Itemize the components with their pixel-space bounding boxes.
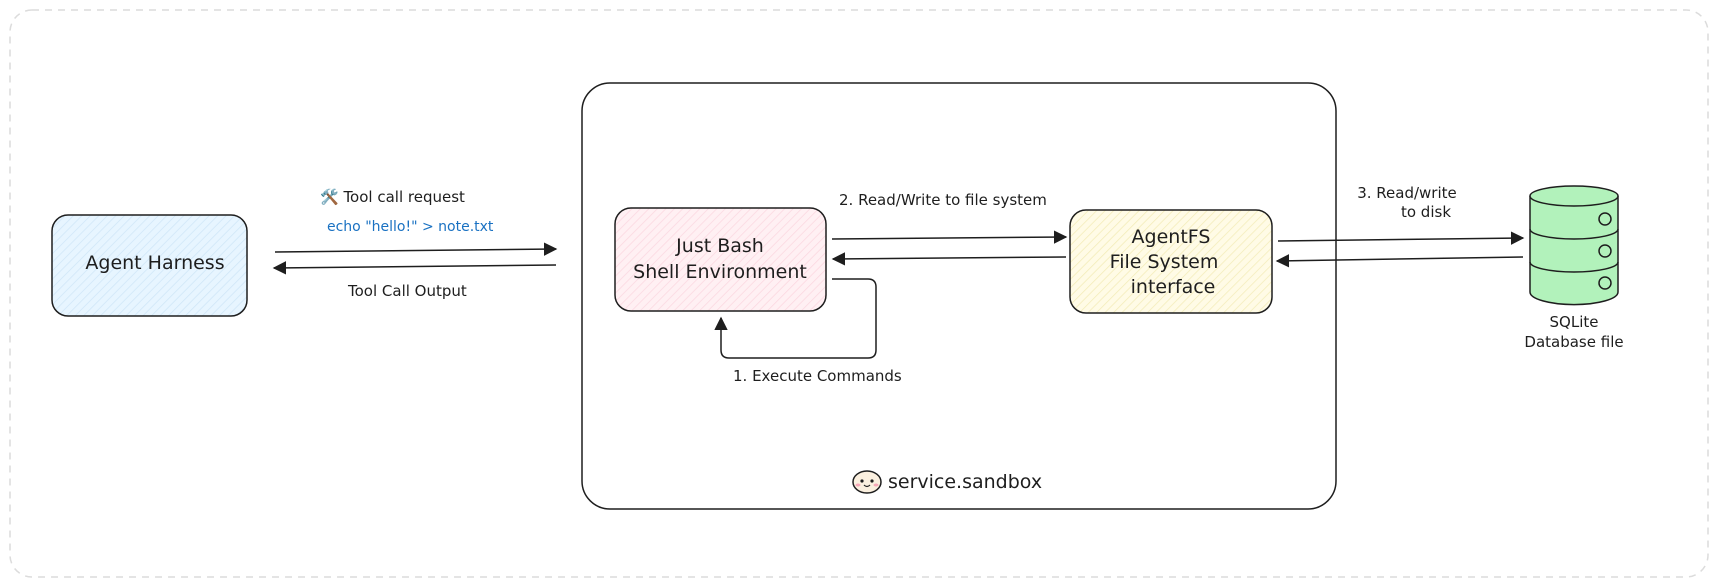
agentfs-line2: File System — [1110, 251, 1219, 273]
bun-icon — [852, 470, 882, 494]
execute-commands-label: 1. Execute Commands — [733, 367, 902, 385]
outer-frame — [9, 9, 1709, 578]
read-write-disk-label-line2: to disk — [1401, 203, 1451, 221]
just-bash-line1: Just Bash — [675, 235, 764, 257]
sandbox-label: service.sandbox — [888, 471, 1042, 493]
agent-harness-node[interactable]: Agent Harness — [51, 214, 248, 317]
agentfs-line1: AgentFS — [1132, 226, 1211, 248]
tool-call-output-label: Tool Call Output — [347, 282, 467, 300]
tool-call-code-label: echo "hello!" > note.txt — [327, 219, 494, 235]
arrow-bash-to-agentfs — [831, 230, 1068, 244]
just-bash-line2: Shell Environment — [633, 261, 807, 283]
read-write-fs-label: 2. Read/Write to file system — [839, 191, 1047, 209]
sandbox-container — [581, 82, 1337, 510]
agentfs-line3: interface — [1131, 276, 1216, 298]
sqlite-label-line1: SQLite — [1550, 313, 1599, 331]
arrow-agentfs-to-bash — [831, 252, 1067, 266]
sqlite-database-icon[interactable] — [1529, 185, 1619, 306]
arrow-sqlite-to-agentfs — [1275, 254, 1524, 268]
sqlite-label-line2: Database file — [1524, 333, 1623, 351]
tool-call-request-label: 🛠️ Tool call request — [320, 187, 465, 206]
read-write-disk-label-line1: 3. Read/write — [1357, 184, 1457, 202]
arrow-agentfs-to-sqlite — [1277, 231, 1525, 245]
agentfs-node[interactable]: AgentFS File System interface — [1069, 209, 1273, 314]
agent-harness-label: Agent Harness — [85, 252, 224, 274]
arrow-execute-commands-loop — [714, 278, 877, 359]
arrow-tool-call-output — [272, 261, 557, 275]
just-bash-node[interactable]: Just Bash Shell Environment — [614, 207, 827, 312]
arrow-tool-call-request — [274, 242, 558, 256]
